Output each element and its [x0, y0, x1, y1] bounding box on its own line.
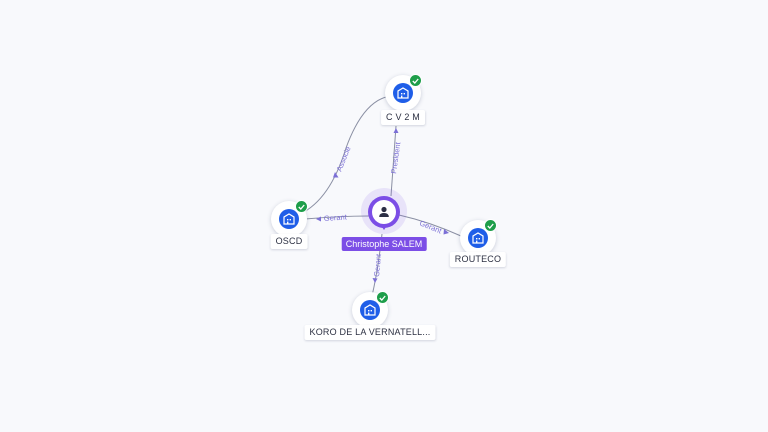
building-icon: [397, 87, 409, 99]
person-node[interactable]: [368, 196, 400, 230]
company-node-cv2m[interactable]: [385, 74, 422, 111]
verified-check-icon: [295, 200, 308, 213]
building-icon: [472, 232, 484, 244]
person-pin-pointer: [380, 224, 388, 230]
edge-arrow: [372, 278, 378, 283]
person-icon: [379, 206, 389, 217]
building-icon: [364, 304, 376, 316]
company-label-oscd: OSCD: [270, 234, 308, 249]
edge-label-associe: Associe: [335, 145, 353, 173]
building-icon: [283, 213, 295, 225]
verified-check-icon: [409, 74, 422, 87]
company-node-routeco[interactable]: [460, 219, 497, 256]
edge-arrow: [443, 229, 449, 235]
edge-arrow: [316, 216, 321, 222]
edge-label-president: President: [389, 141, 402, 175]
edge-gerant-oscd: [304, 215, 370, 220]
company-label-cv2m: C V 2 M: [381, 110, 425, 125]
company-node-koro[interactable]: [352, 291, 389, 328]
edge-gerant-routeco: [398, 214, 462, 237]
edge-arrow: [333, 172, 339, 178]
edge-associe: [299, 96, 387, 215]
edge-president: [390, 125, 397, 197]
company-label-routeco: ROUTECO: [449, 252, 507, 267]
company-label-koro: KORO DE LA VERNATELL...: [304, 325, 436, 340]
company-node-oscd[interactable]: [271, 200, 308, 237]
person-label: Christophe SALEM: [341, 237, 427, 251]
edge-label-gerant-routeco: Gerant: [418, 219, 443, 236]
verified-check-icon: [484, 219, 497, 232]
edge-label-gerant-oscd: Gerant: [324, 212, 348, 223]
edge-label-gerant-koro: Gerant: [372, 253, 383, 278]
verified-check-icon: [376, 291, 389, 304]
edge-arrow: [393, 128, 399, 133]
